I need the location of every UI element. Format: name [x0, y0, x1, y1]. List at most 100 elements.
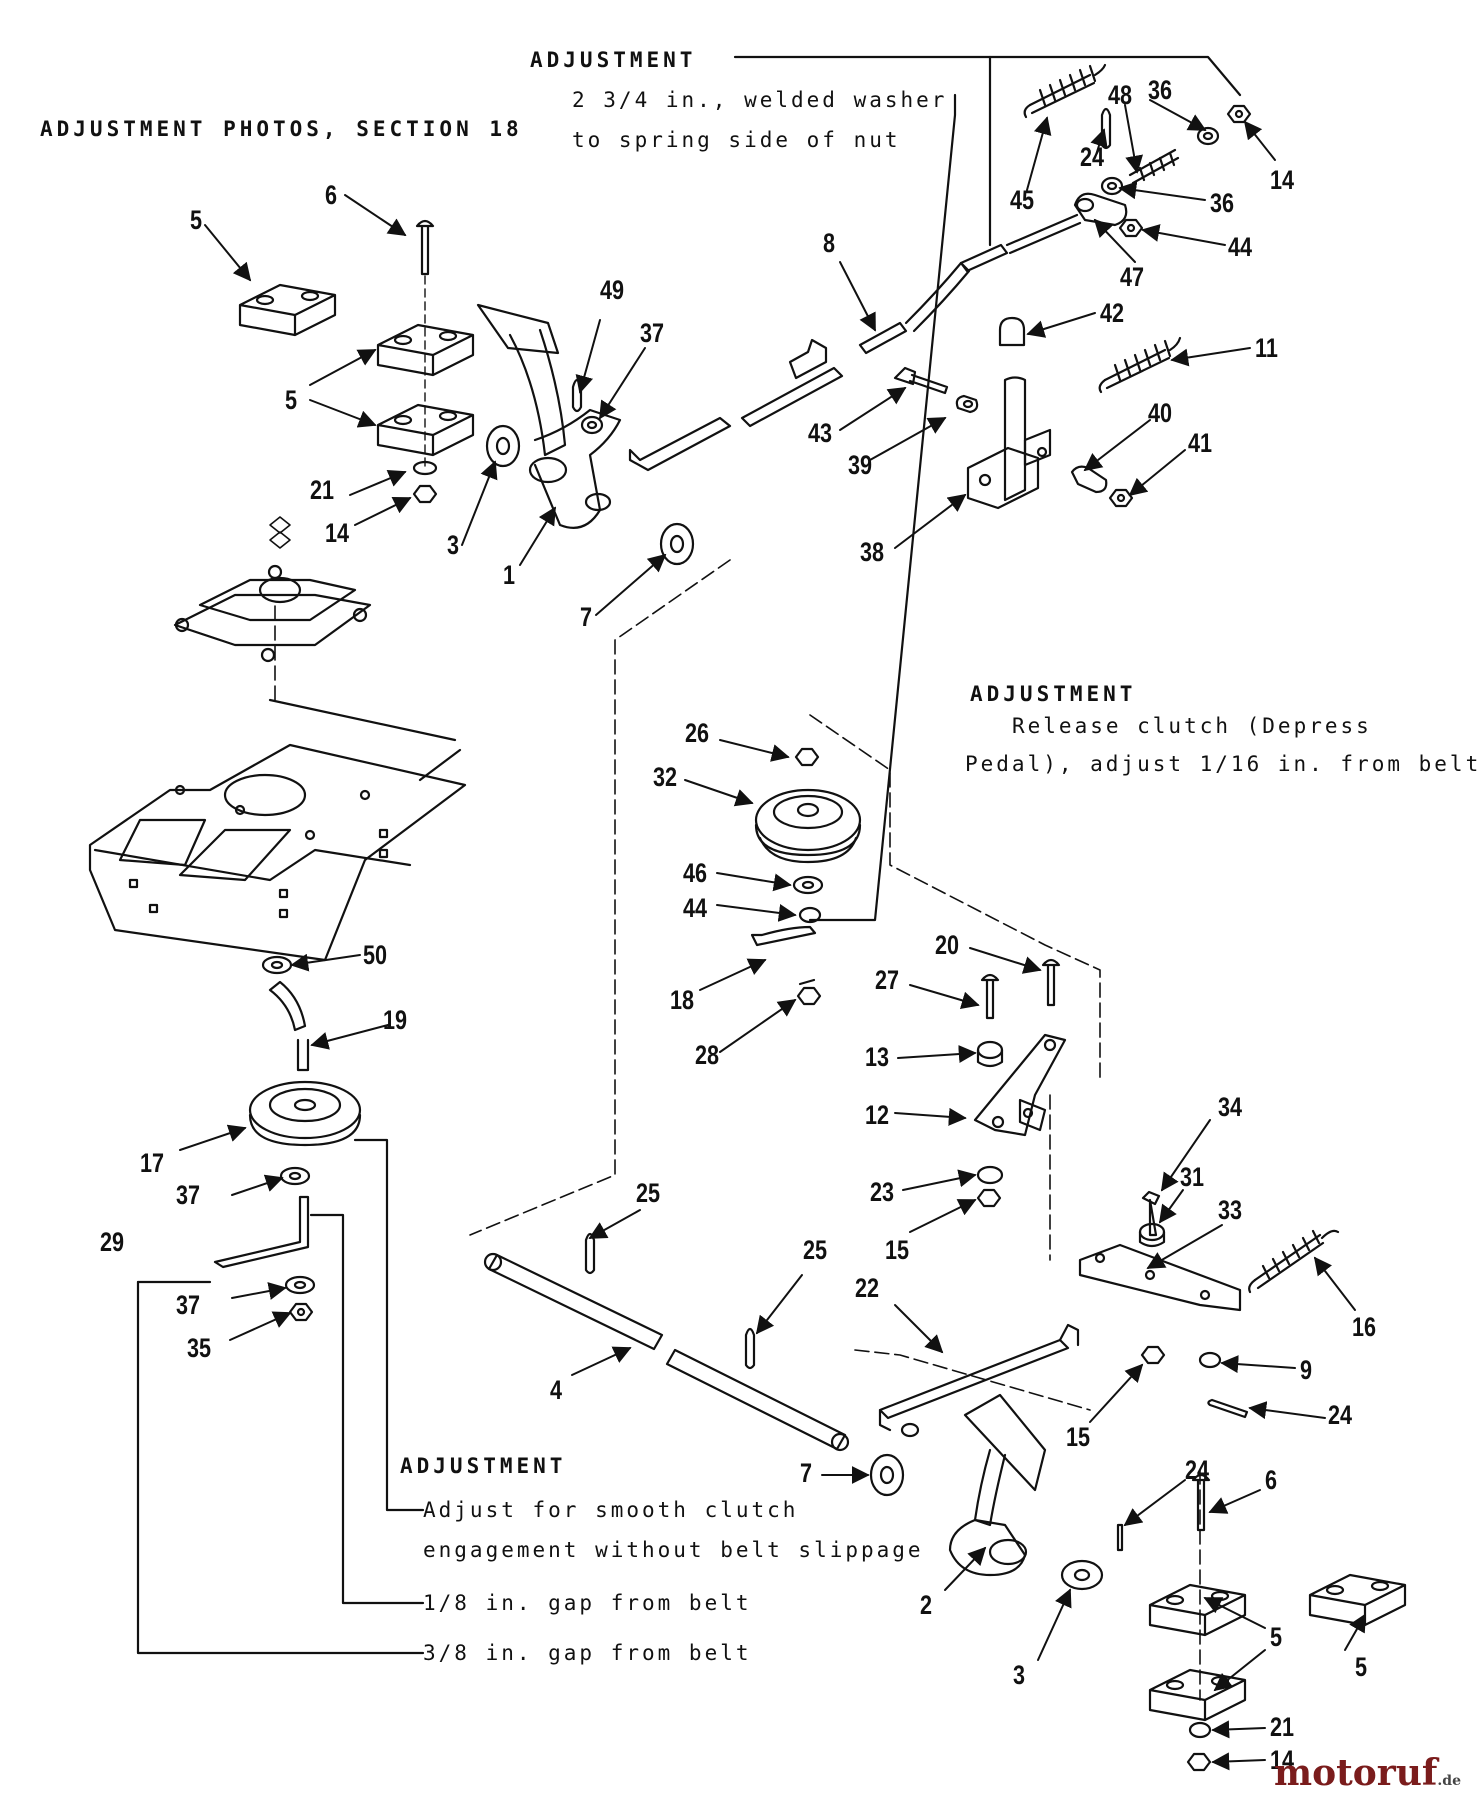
cotter-pin-24c	[1118, 1525, 1122, 1550]
callout-number: 25	[636, 1178, 661, 1208]
callout-number: 37	[176, 1290, 201, 1320]
callout-number: 43	[808, 418, 833, 448]
adjustment-note-1-title: ADJUSTMENT	[530, 48, 697, 72]
callout-number: 6	[1265, 1465, 1278, 1495]
callout-number: 33	[1218, 1195, 1243, 1225]
pulley-17	[250, 1082, 360, 1145]
callout-number: 15	[885, 1235, 910, 1265]
bolt-43	[895, 368, 947, 393]
mounting-plate	[175, 517, 370, 661]
clamp-block	[240, 285, 335, 335]
bushing-31	[1140, 1224, 1164, 1246]
washer-3b	[1062, 1561, 1102, 1589]
callout-number: 25	[803, 1235, 828, 1265]
adjustment-note-1-line2: to spring side of nut	[572, 128, 901, 152]
callout-number: 27	[875, 965, 900, 995]
adjustment-note-3-line1: Adjust for smooth clutch	[423, 1498, 799, 1522]
callout-number: 24	[1080, 142, 1105, 172]
callout-number: 18	[670, 985, 695, 1015]
callout-number: 7	[580, 602, 593, 632]
washer-21b	[1190, 1723, 1210, 1737]
callout-number: 24	[1185, 1455, 1210, 1485]
callout-number: 3	[1013, 1660, 1026, 1690]
cotter-pin-25a	[586, 1234, 594, 1273]
callout-number: 2	[920, 1590, 933, 1620]
callout-number: 42	[1100, 298, 1125, 328]
callout-number: 45	[1010, 185, 1035, 215]
transmission-housing	[90, 700, 465, 960]
callout-number: 5	[1355, 1652, 1368, 1682]
callout-number: 38	[860, 537, 885, 567]
callout-number: 11	[1255, 333, 1278, 363]
clamp-block-b3	[1310, 1575, 1405, 1625]
belt-guide-18	[752, 927, 815, 945]
watermark-suffix: .de	[1437, 1773, 1461, 1789]
adjustment-note-2-title: ADJUSTMENT	[970, 682, 1137, 706]
spring-16	[1249, 1231, 1338, 1292]
brake-pedal-2	[950, 1395, 1045, 1575]
callout-number: 22	[855, 1273, 880, 1303]
callout-number: 39	[848, 450, 873, 480]
callout-number: 48	[1108, 80, 1133, 110]
bracket-38	[968, 378, 1050, 509]
bolt-6b	[1193, 1475, 1209, 1530]
adjustment-note-2-line2: Pedal), adjust 1/16 in. from belt	[965, 752, 1481, 776]
adjustment-note-2-line1: Release clutch (Depress	[1012, 714, 1372, 738]
shaft-19	[270, 982, 308, 1070]
idler-arm-12	[975, 1035, 1065, 1135]
callout-number: 36	[1210, 188, 1235, 218]
belt-guide-29	[215, 1197, 308, 1267]
callout-number: 19	[383, 1005, 408, 1035]
gap-note-1: 1/8 in. gap from belt	[423, 1591, 752, 1615]
callout-number: 29	[100, 1227, 125, 1257]
callout-number: 21	[1270, 1712, 1295, 1742]
callout-number: 34	[1218, 1092, 1243, 1122]
nut-15	[978, 1190, 1000, 1206]
spacer-13	[978, 1042, 1002, 1066]
callout-number: 35	[187, 1333, 212, 1363]
carriage-bolt	[417, 221, 433, 470]
washer-7b	[871, 1455, 903, 1495]
cotter-pin	[573, 380, 581, 411]
clamp-block-upper	[378, 325, 473, 375]
callout-number: 12	[865, 1100, 890, 1130]
nut-35	[290, 1304, 312, 1320]
washer-50	[263, 957, 291, 973]
callout-number: 1	[503, 560, 516, 590]
washer-37	[582, 417, 602, 433]
callout-number: 14	[1270, 1745, 1295, 1775]
callout-number: 5	[285, 385, 298, 415]
callout-arrows	[180, 100, 1365, 1771]
clutch-pedal	[478, 305, 620, 528]
spring-11	[1100, 338, 1180, 392]
nut-44	[1120, 220, 1142, 236]
adjustment-note-3-title: ADJUSTMENT	[400, 1454, 567, 1478]
callout-number: 5	[190, 205, 203, 235]
watermark-logo: motoruf.de	[1274, 1752, 1461, 1794]
callout-number: 3	[447, 530, 460, 560]
washer-36b	[1102, 178, 1122, 194]
callout-number: 5	[1270, 1622, 1283, 1652]
callout-number: 37	[176, 1180, 201, 1210]
callout-number: 8	[823, 228, 836, 258]
callout-number: 36	[1148, 75, 1173, 105]
callout-number: 20	[935, 930, 960, 960]
compression-spring-48	[1130, 150, 1178, 183]
adjustment-leaders	[138, 57, 1240, 1653]
callout-number: 40	[1148, 398, 1173, 428]
flat-washer-7	[661, 524, 693, 564]
callout-number: 46	[683, 858, 708, 888]
washer-37c	[286, 1277, 314, 1293]
callout-number: 50	[363, 940, 388, 970]
spacer-23	[978, 1167, 1002, 1183]
washer-46	[794, 877, 822, 893]
bolt-27	[982, 975, 998, 1018]
callout-number: 14	[325, 518, 350, 548]
callout-number: 21	[310, 475, 335, 505]
nut-14b	[1188, 1754, 1210, 1770]
nut-26	[796, 749, 818, 765]
spacer-40	[1072, 467, 1106, 492]
callout-number: 7	[800, 1458, 813, 1488]
hex-nut	[414, 486, 436, 502]
